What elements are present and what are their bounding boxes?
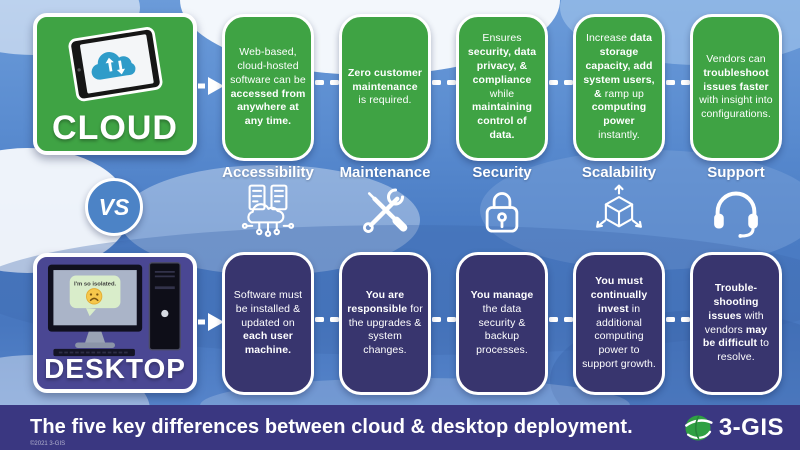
desktop-hero-card: I'm so isolated. DESKTOP	[33, 253, 197, 393]
speech-bubble-text: I'm so isolated.	[74, 281, 117, 287]
desktop-point-text: Trouble-shooting issues with vendors may…	[702, 281, 770, 364]
dashed-connector	[315, 317, 339, 322]
category-label: Maintenance	[339, 164, 431, 181]
globe-icon	[684, 415, 713, 440]
cloud-point-card: Ensures security, data privacy, & compli…	[456, 14, 548, 161]
cloud-point-text: Ensures security, data privacy, & compli…	[467, 32, 537, 142]
category-label: Scalability	[581, 164, 657, 181]
dashed-connector	[549, 80, 573, 85]
cloud-point-card: Vendors can troubleshoot issues faster w…	[690, 14, 782, 161]
desktop-point-text: You manage the data security & backup pr…	[470, 288, 534, 357]
dashed-connector	[315, 80, 339, 85]
dashed-connector	[549, 317, 573, 322]
cloud-point-text: Zero customer maintenance is required.	[347, 66, 423, 107]
tools-icon	[363, 188, 408, 233]
cloud-shape	[480, 150, 800, 270]
category-scalability: Scalability	[561, 164, 677, 244]
desktop-point-text: Software must be installed & updated on …	[233, 288, 303, 357]
dashed-connector	[666, 317, 690, 322]
desktop-point-card: You must continually invest in additiona…	[573, 252, 665, 395]
cloud-point-text: Vendors can troubleshoot issues faster w…	[699, 52, 773, 121]
category-label: Accessibility	[222, 164, 314, 181]
dashed-connector	[666, 80, 690, 85]
desktop-computer-icon: I'm so isolated.	[37, 261, 193, 357]
category-maintenance: Maintenance	[327, 164, 443, 244]
cloud-hero-card: CLOUD	[33, 13, 197, 155]
tablet-cloud-icon	[37, 21, 193, 113]
brand-logo: 3-GIS	[683, 413, 784, 443]
padlock-icon	[485, 192, 519, 233]
cloud-point-card: Increase data storage capacity, add syst…	[573, 14, 665, 161]
cloud-point-card: Zero customer maintenance is required.	[339, 14, 431, 161]
copyright-text: ©2021 3-GIS	[30, 441, 66, 447]
cube-arrows-icon	[596, 184, 642, 228]
desktop-point-text: You must continually invest in additiona…	[582, 274, 656, 371]
arrow-right-icon	[198, 77, 224, 95]
brand-name: 3-GIS	[718, 413, 784, 441]
footer-title: The five key differences between cloud &…	[30, 416, 633, 438]
desktop-section-label: DESKTOP	[44, 353, 186, 384]
desktop-point-card: You manage the data security & backup pr…	[456, 252, 548, 395]
network-servers-icon	[241, 184, 295, 237]
footer-bar: The five key differences between cloud &…	[0, 405, 800, 450]
desktop-point-text: You are responsible for the upgrades & s…	[347, 288, 423, 357]
cloud-point-text: Increase data storage capacity, add syst…	[583, 32, 655, 142]
cloud-point-text: Web-based, cloud-hosted software can be …	[230, 45, 306, 128]
dashed-connector	[432, 317, 456, 322]
vs-label: VS	[98, 193, 130, 220]
cloud-section-label: CLOUD	[52, 109, 178, 147]
desktop-point-card: Software must be installed & updated on …	[222, 252, 314, 395]
category-support: Support	[678, 164, 794, 244]
category-label: Support	[707, 164, 765, 181]
cloud-point-card: Web-based, cloud-hosted software can be …	[222, 14, 314, 161]
desktop-point-card: Trouble-shooting issues with vendors may…	[690, 252, 782, 395]
dashed-connector	[432, 80, 456, 85]
arrow-right-icon	[198, 313, 224, 331]
category-accessibility: Accessibility	[210, 164, 326, 244]
category-security: Security	[444, 164, 560, 244]
vs-badge: VS	[85, 178, 143, 236]
category-label: Security	[472, 164, 532, 181]
desktop-point-card: You are responsible for the upgrades & s…	[339, 252, 431, 395]
headset-icon	[714, 191, 758, 238]
